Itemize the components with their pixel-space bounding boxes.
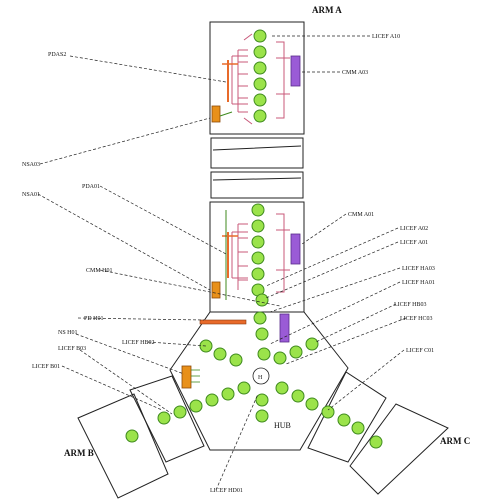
sensor-node	[253, 311, 267, 325]
sensor-node	[189, 399, 203, 413]
sensor-node	[251, 219, 265, 233]
sensor-node	[255, 327, 269, 341]
label-licef-hc03: LICEF HC03	[400, 316, 433, 322]
label-nsa03: NSA03	[22, 162, 40, 168]
leader-lines	[37, 35, 407, 491]
label-cmm-h01: CMM H01	[86, 268, 113, 274]
sensor-node	[351, 421, 365, 435]
arm-c-title: ARM C	[440, 436, 470, 446]
sensor-node	[221, 387, 235, 401]
arm-a-title: ARM A	[312, 5, 342, 15]
sensor-node	[229, 353, 243, 367]
arm-a-upper-module	[209, 21, 305, 135]
label-licef-ha03: LICEF HA03	[402, 266, 435, 272]
sensor-node	[253, 109, 267, 123]
arm-b-title: ARM B	[64, 448, 94, 458]
ns-h01-leads	[191, 369, 200, 383]
licef-a10-node	[253, 29, 267, 43]
cmm-h01-module	[279, 313, 290, 343]
hub-center-marker	[252, 367, 270, 385]
label-licef-a01: LICEF A01	[400, 240, 428, 246]
arm-b-outer-panel	[77, 393, 169, 499]
label-pda01: PDA01	[82, 184, 100, 190]
label-licef-a02: LICEF A02	[400, 226, 428, 232]
cmm-a01-module	[290, 233, 301, 265]
hub-node-grid	[125, 311, 383, 449]
sensor-node	[275, 381, 289, 395]
arm-b-inner-panel	[129, 375, 205, 463]
label-licef-b03: LICEF B03	[58, 346, 86, 352]
label-ns-h01: NS H01	[58, 330, 78, 336]
nsa03-module	[211, 105, 221, 123]
sensor-node	[273, 351, 287, 365]
sensor-node	[289, 345, 303, 359]
arm-c-outer-panel	[349, 403, 449, 495]
sensor-node	[237, 381, 251, 395]
upper-wiring	[231, 33, 290, 125]
sensor-node	[253, 93, 267, 107]
lower-node-column	[251, 203, 269, 307]
label-licef-b01: LICEF B01	[32, 364, 60, 370]
licef-c01-node	[321, 405, 335, 419]
label-pd-h01: PD H01	[84, 316, 104, 322]
sensor-node	[251, 203, 265, 217]
label-licef-c01: LICEF C01	[406, 348, 434, 354]
label-licef-a10: LICEF A10	[372, 34, 400, 40]
label-cmm-a03: CMM A03	[342, 70, 368, 76]
label-licef-ha01: LICEF HA01	[402, 280, 435, 286]
sensor-node	[205, 393, 219, 407]
sensor-node	[125, 429, 139, 443]
hub-center-label: H	[258, 375, 263, 381]
licef-hc03-node	[305, 337, 319, 351]
sensor-node	[157, 411, 171, 425]
pd-h01-bar	[199, 319, 247, 325]
licef-ha01-node	[257, 347, 271, 361]
hub-title: HUB	[274, 421, 291, 430]
licef-a01-node	[255, 293, 269, 307]
cmm-a03-module	[290, 55, 301, 87]
arm-c-inner-panel	[307, 371, 387, 463]
sensor-node	[291, 389, 305, 403]
nsa03-lead	[219, 111, 233, 117]
sensor-node	[251, 235, 265, 249]
upper-node-column	[253, 29, 267, 123]
sensor-node	[369, 435, 383, 449]
label-nsa01: NSA01	[22, 192, 40, 198]
licef-hd01-node	[255, 409, 269, 423]
sensor-node	[251, 267, 265, 281]
licef-b01-node	[173, 405, 187, 419]
sensor-node	[253, 61, 267, 75]
sensor-node	[253, 45, 267, 59]
arm-a-segment-1	[210, 137, 304, 169]
ns-h01-module	[181, 365, 192, 389]
hub-structure	[169, 311, 349, 451]
nsa01-module	[211, 281, 221, 299]
label-licef-hb02: LICEF HB02	[122, 340, 155, 346]
label-licef-hd01: LICEF HD01	[210, 488, 243, 494]
label-cmm-a01: CMM A01	[348, 212, 374, 218]
sensor-node	[255, 393, 269, 407]
licef-hb02-node	[199, 339, 213, 353]
sensor-node	[251, 251, 265, 265]
label-pdas2: PDAS2	[48, 52, 66, 58]
lower-wiring	[231, 213, 290, 293]
arm-a-segment-2	[210, 171, 304, 199]
sensor-node	[305, 397, 319, 411]
label-licef-hb03: LICEF HB03	[394, 302, 427, 308]
sensor-node	[253, 77, 267, 91]
sensor-node	[213, 347, 227, 361]
sensor-node	[337, 413, 351, 427]
